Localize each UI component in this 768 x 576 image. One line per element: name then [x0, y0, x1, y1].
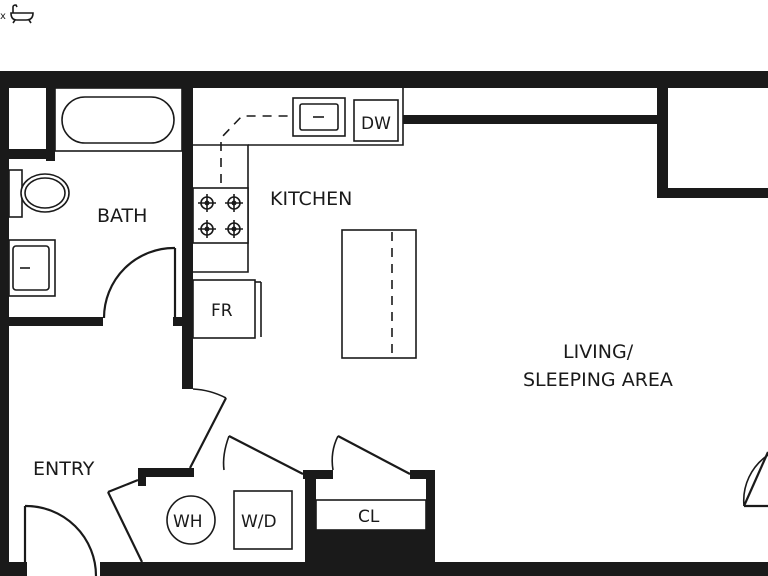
kitchen-counter-upper: [248, 88, 404, 146]
laundry-wall-top-right: [303, 470, 333, 479]
bath-basin: [12, 245, 50, 291]
water-heater-tank: [166, 495, 216, 545]
bath-wall-bottom: [0, 317, 103, 326]
burner: [225, 220, 243, 238]
toilet-seat: [24, 177, 66, 209]
legend-mark: x: [0, 11, 6, 22]
entry-label: ENTRY: [33, 458, 95, 480]
shaft-wall: [46, 71, 55, 161]
laundry-closet-doors[interactable]: [107, 435, 304, 563]
bath-door-swing: [102, 246, 176, 319]
closet-cl-base: [316, 530, 426, 576]
toilet: [8, 169, 70, 218]
interior-door-leaf: [189, 397, 227, 469]
entry-wall-stub: [182, 326, 193, 389]
bath-wall-bottom-right: [173, 317, 193, 326]
bath-door[interactable]: [102, 246, 177, 320]
washer-dryer: W/D: [233, 490, 293, 550]
bathtub-icon: [10, 4, 34, 24]
toilet-bowl: [20, 173, 70, 213]
front-door-jamb: [9, 562, 27, 576]
cooktop-frame: [192, 187, 249, 244]
shaft-wall-bottom: [0, 149, 55, 159]
water-heater-label: WH: [173, 512, 203, 532]
refrigerator-box: [192, 279, 256, 339]
balcony-door-swing: [742, 454, 768, 507]
legend: x: [0, 4, 34, 24]
closet-wall-horizontal: [657, 188, 768, 198]
burner: [225, 194, 243, 212]
burner: [198, 220, 216, 238]
island-counter: [341, 229, 417, 359]
closet-label: CL: [358, 507, 380, 527]
exterior-wall-top: [0, 71, 768, 88]
closet-wall-vertical: [657, 71, 668, 198]
kitchen-label: KITCHEN: [270, 188, 352, 210]
front-door-swing: [24, 504, 98, 576]
laundry-door-leaf-right: [228, 435, 304, 475]
bathtub: [54, 87, 183, 152]
laundry-wall-left: [138, 468, 146, 486]
bath-label: BATH: [97, 205, 147, 227]
interior-door-swing: [192, 388, 227, 399]
balcony-door-leaf: [742, 451, 768, 507]
bathtub-basin: [61, 96, 175, 144]
burner: [198, 194, 216, 212]
water-heater: WH: [166, 495, 216, 545]
closet-cl-wall-right: [426, 470, 435, 576]
bath-wall-right: [182, 71, 193, 319]
walls: [0, 71, 768, 576]
closet-door-swing: [331, 435, 339, 471]
laundry-door-swing: [222, 435, 230, 471]
living-label-line1: LIVING/: [563, 341, 634, 363]
refrigerator: FR: [192, 279, 262, 339]
dishwasher-box: [353, 99, 399, 142]
kitchen-sink: [292, 97, 346, 137]
dishwasher-label: DW: [361, 114, 391, 134]
kitchen-island: [341, 229, 417, 359]
laundry-wall-right: [305, 470, 316, 576]
kitchen-upper-wall: [403, 115, 659, 124]
washer-dryer-label: W/D: [241, 512, 277, 532]
laundry-door-top-left: [107, 478, 139, 494]
laundry-wall-top: [138, 468, 194, 477]
living-label-line2: SLEEPING AREA: [523, 369, 673, 391]
closet-shelf: [315, 499, 427, 531]
closet-door-leaf: [337, 435, 411, 475]
closet-cl-wall-top: [410, 470, 435, 479]
front-door[interactable]: [9, 504, 98, 576]
toilet-tank: [8, 169, 23, 218]
laundry-door-leaf-left: [107, 491, 143, 563]
balcony-door[interactable]: [742, 451, 768, 508]
cooktop: [192, 187, 249, 244]
dishwasher: DW: [353, 99, 399, 142]
bath-sink: [8, 239, 56, 297]
refrigerator-label: FR: [211, 301, 233, 321]
closet: CL: [315, 499, 427, 531]
interior-door[interactable]: [189, 388, 227, 469]
kitchen-counter-edge-upper: [220, 115, 293, 183]
closet-door[interactable]: [331, 435, 411, 475]
washer-dryer-box: [233, 490, 293, 550]
